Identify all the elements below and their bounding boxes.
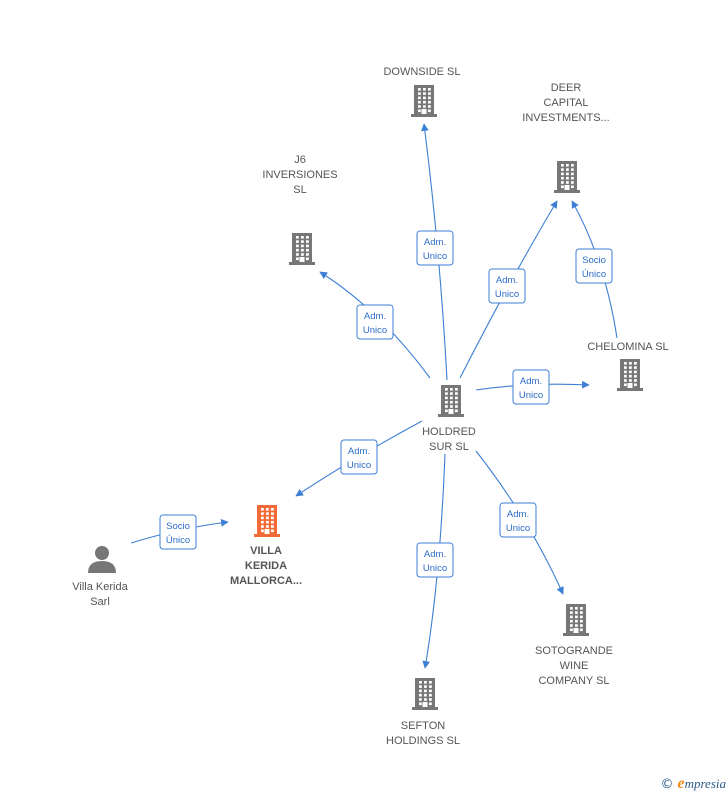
- node-label: VILLA: [250, 545, 282, 557]
- node-label: CAPITAL: [543, 97, 588, 109]
- node-label: HOLDRED: [422, 426, 476, 438]
- brand-initial: e: [677, 775, 685, 792]
- edge-holdred-to-downside: Adm. Unico: [416, 123, 454, 381]
- node-downside[interactable]: DOWNSIDE SL: [383, 66, 461, 117]
- node-holdred[interactable]: HOLDRED SUR SL: [422, 385, 476, 453]
- edge-label-box[interactable]: [340, 439, 378, 475]
- node-label: CHELOMINA SL: [587, 341, 668, 353]
- edge-label-box[interactable]: [488, 268, 526, 304]
- edge-label-text: Adm.: [364, 311, 386, 322]
- node-sefton[interactable]: SEFTON HOLDINGS SL: [386, 678, 460, 747]
- node-label: COMPANY SL: [538, 675, 609, 687]
- edge-label-text: Adm.: [507, 509, 529, 520]
- node-label: Villa Kerida: [72, 581, 128, 593]
- edge-holdred-to-villakerida: Adm. Unico: [295, 420, 423, 497]
- edge-label-text: Unico: [423, 563, 447, 574]
- node-label: J6: [294, 154, 306, 166]
- building-icon: [554, 161, 580, 193]
- edge-label-box[interactable]: [159, 514, 197, 550]
- edge-label-text: Unico: [347, 460, 371, 471]
- node-label: WINE: [560, 660, 589, 672]
- edge-label-box[interactable]: [499, 502, 537, 538]
- edge-label-text: Único: [582, 269, 606, 280]
- person-icon: [88, 546, 116, 573]
- building-icon: [438, 385, 464, 417]
- node-label: Sarl: [90, 596, 110, 608]
- edge-label-text: Unico: [423, 251, 447, 262]
- edge-label-text: Adm.: [520, 376, 542, 387]
- node-label: SL: [293, 184, 306, 196]
- node-sotogrande[interactable]: SOTOGRANDE WINE COMPANY SL: [535, 604, 613, 687]
- node-label: SEFTON: [401, 720, 445, 732]
- building-icon: [289, 233, 315, 265]
- node-deer[interactable]: DEER CAPITAL INVESTMENTS...: [522, 82, 610, 193]
- edge-label-box[interactable]: [416, 542, 454, 578]
- edge-label-box[interactable]: [575, 248, 613, 284]
- edge-label-text: Único: [166, 535, 190, 546]
- node-label: SUR SL: [429, 441, 469, 453]
- node-label: KERIDA: [245, 560, 287, 572]
- edge-label-text: Adm.: [424, 237, 446, 248]
- edge-label-text: Unico: [506, 523, 530, 534]
- node-label: INVESTMENTS...: [522, 112, 609, 124]
- empresia-logo[interactable]: © e mpresia: [660, 775, 726, 793]
- edge-label-text: Unico: [495, 289, 519, 300]
- building-icon: [412, 678, 438, 710]
- node-label: HOLDINGS SL: [386, 735, 460, 747]
- edge-label-box[interactable]: [416, 230, 454, 266]
- building-icon: [411, 85, 437, 117]
- edge-label-text: Socio: [166, 521, 190, 532]
- edge-label-box[interactable]: [356, 304, 394, 340]
- node-label: INVERSIONES: [262, 169, 337, 181]
- edge-label-text: Adm.: [348, 446, 370, 457]
- node-label: MALLORCA...: [230, 575, 302, 587]
- edge-label-text: Socio: [582, 255, 606, 266]
- edge-holdred-to-sefton: Adm. Unico: [416, 453, 454, 669]
- node-chelomina[interactable]: CHELOMINA SL: [587, 341, 669, 391]
- building-icon: [254, 505, 280, 537]
- edge-label-text: Unico: [363, 325, 387, 336]
- edge-label-text: Adm.: [424, 549, 446, 560]
- edge-holdred-to-deer: Adm. Unico: [459, 200, 558, 379]
- copyright-icon: ©: [660, 776, 674, 792]
- edge-label-text: Adm.: [496, 275, 518, 286]
- building-icon: [617, 359, 643, 391]
- edge-label-text: Unico: [519, 390, 543, 401]
- building-icon: [563, 604, 589, 636]
- edge-holdred-to-sotogrande: Adm. Unico: [475, 450, 564, 595]
- node-villakerida[interactable]: VILLA KERIDA MALLORCA...: [230, 505, 302, 587]
- node-label: DOWNSIDE SL: [383, 66, 460, 78]
- brand-name: mpresia: [684, 776, 726, 791]
- edge-label-box[interactable]: [512, 369, 550, 405]
- node-label: SOTOGRANDE: [535, 645, 613, 657]
- edge-holdred-to-chelomina: Adm. Unico: [475, 369, 590, 405]
- node-label: DEER: [551, 82, 582, 94]
- edge-holdred-to-j6: Adm. Unico: [319, 271, 431, 379]
